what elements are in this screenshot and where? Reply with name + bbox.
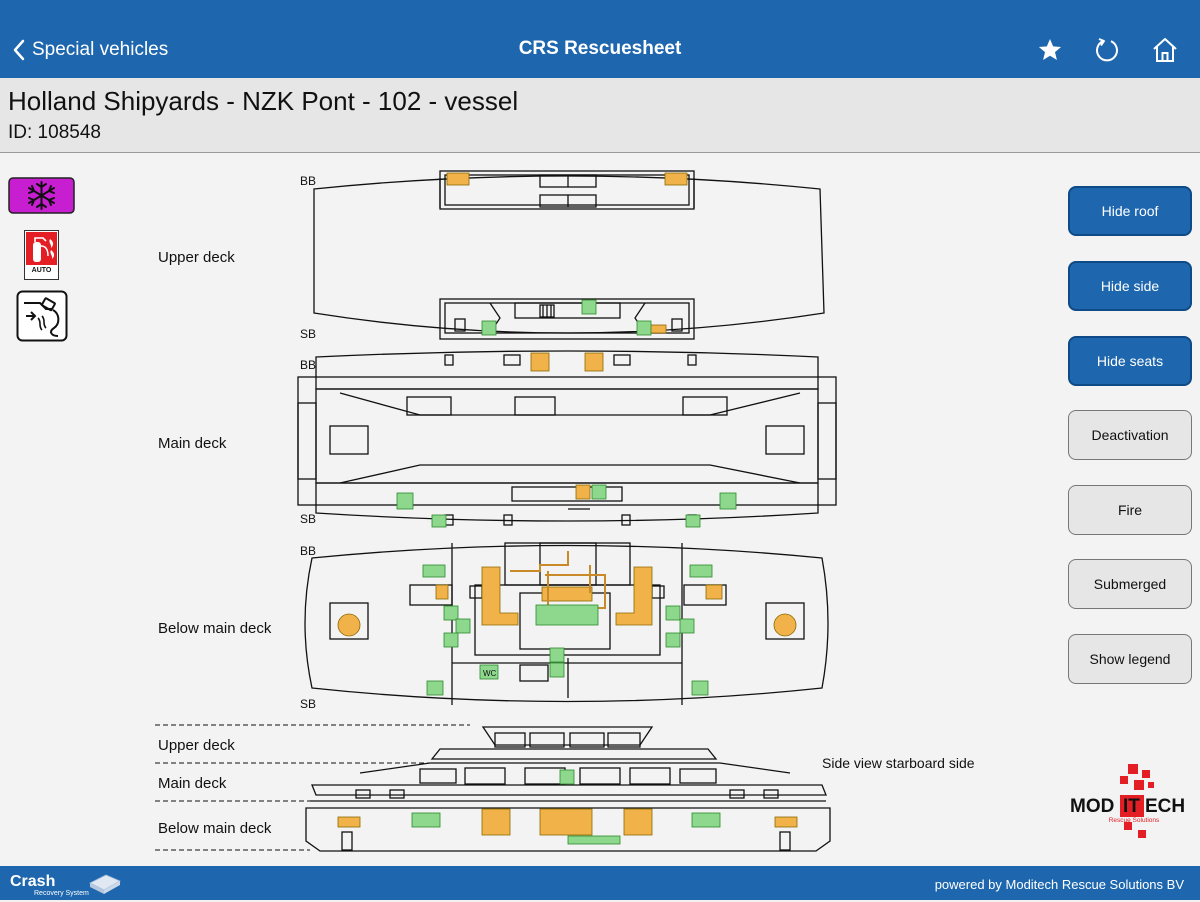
side-view-dashed-lines bbox=[155, 724, 470, 851]
upper-deck-plan bbox=[313, 170, 825, 340]
moditech-name-2: IT bbox=[1123, 796, 1140, 817]
side-view-markers bbox=[337, 808, 798, 836]
side-view-label: Side view starboard side bbox=[822, 755, 975, 771]
side-main-deck-label: Main deck bbox=[158, 775, 227, 792]
upper-deck-label: Upper deck bbox=[158, 249, 235, 266]
rescue-sheet-content: AUTO Upper deck Main deck Below main dec… bbox=[0, 153, 1200, 866]
main-sb-label: SB bbox=[300, 512, 316, 526]
wc-label: WC bbox=[483, 669, 497, 678]
upper-deck-escape-markers bbox=[481, 299, 652, 336]
star-icon[interactable] bbox=[1034, 34, 1066, 66]
submerged-button[interactable]: Submerged bbox=[1068, 559, 1192, 609]
main-deck-markers bbox=[530, 352, 604, 500]
vehicle-id: ID: 108548 bbox=[8, 122, 101, 143]
side-view-escape-markers bbox=[411, 769, 721, 845]
main-deck-escape-markers bbox=[396, 484, 737, 528]
moditech-logo: MOD IT ECH Rescue Solutions bbox=[1068, 760, 1196, 849]
auto-badge: AUTO bbox=[31, 267, 52, 274]
back-button-label: Special vehicles bbox=[32, 39, 169, 60]
upper-sb-label: SB bbox=[300, 327, 316, 341]
vehicle-title: Holland Shipyards - NZK Pont - 102 - ves… bbox=[8, 86, 519, 116]
side-view-hull bbox=[305, 726, 831, 852]
fuel-pump-icon bbox=[16, 290, 68, 342]
upper-deck-markers bbox=[446, 172, 688, 334]
hide-side-button[interactable]: Hide side bbox=[1068, 261, 1192, 311]
home-icon[interactable] bbox=[1149, 34, 1181, 66]
below-main-deck-label: Below main deck bbox=[158, 620, 272, 637]
main-deck-plan bbox=[297, 350, 837, 526]
crash-logo-sub: Recovery System bbox=[34, 890, 89, 897]
hide-roof-button[interactable]: Hide roof bbox=[1068, 186, 1192, 236]
footer-bar: Crash Recovery System powered by Moditec… bbox=[0, 866, 1200, 900]
below-sb-label: SB bbox=[300, 697, 316, 711]
show-legend-button[interactable]: Show legend bbox=[1068, 634, 1192, 684]
deactivation-button[interactable]: Deactivation bbox=[1068, 410, 1192, 460]
main-bb-label: BB bbox=[300, 358, 316, 372]
below-bb-label: BB bbox=[300, 544, 316, 558]
ship-drawing: BB SB BB SB BB SB WC bbox=[155, 170, 837, 852]
crash-logo-text: Crash bbox=[10, 873, 55, 890]
crash-logo: Crash Recovery System bbox=[10, 871, 126, 902]
below-deck-orange-lines bbox=[510, 551, 606, 609]
hide-seats-button[interactable]: Hide seats bbox=[1068, 336, 1192, 386]
below-deck-orange bbox=[337, 566, 797, 637]
fire-button[interactable]: Fire bbox=[1068, 485, 1192, 535]
refresh-icon[interactable] bbox=[1091, 34, 1123, 66]
main-deck-label: Main deck bbox=[158, 435, 227, 452]
side-below-main-deck-label: Below main deck bbox=[158, 820, 272, 837]
snowflake-ac-icon bbox=[8, 177, 75, 214]
side-upper-deck-label: Upper deck bbox=[158, 737, 235, 754]
app-title: CRS Rescuesheet bbox=[518, 38, 682, 59]
upper-bb-label: BB bbox=[300, 174, 316, 188]
fire-extinguisher-auto-icon: AUTO bbox=[24, 230, 59, 280]
vehicle-header: Holland Shipyards - NZK Pont - 102 - ves… bbox=[0, 78, 1200, 153]
powered-by-text: powered by Moditech Rescue Solutions BV bbox=[934, 877, 1184, 892]
below-deck-escape-markers bbox=[422, 564, 713, 696]
moditech-name-3: ECH bbox=[1145, 796, 1185, 817]
moditech-name-1: MOD bbox=[1070, 796, 1114, 817]
chevron-left-icon bbox=[13, 39, 25, 61]
top-bar: Special vehicles CRS Rescuesheet bbox=[0, 0, 1200, 78]
back-button[interactable]: Special vehicles bbox=[12, 36, 168, 64]
moditech-tagline: Rescue Solutions bbox=[1109, 817, 1160, 824]
